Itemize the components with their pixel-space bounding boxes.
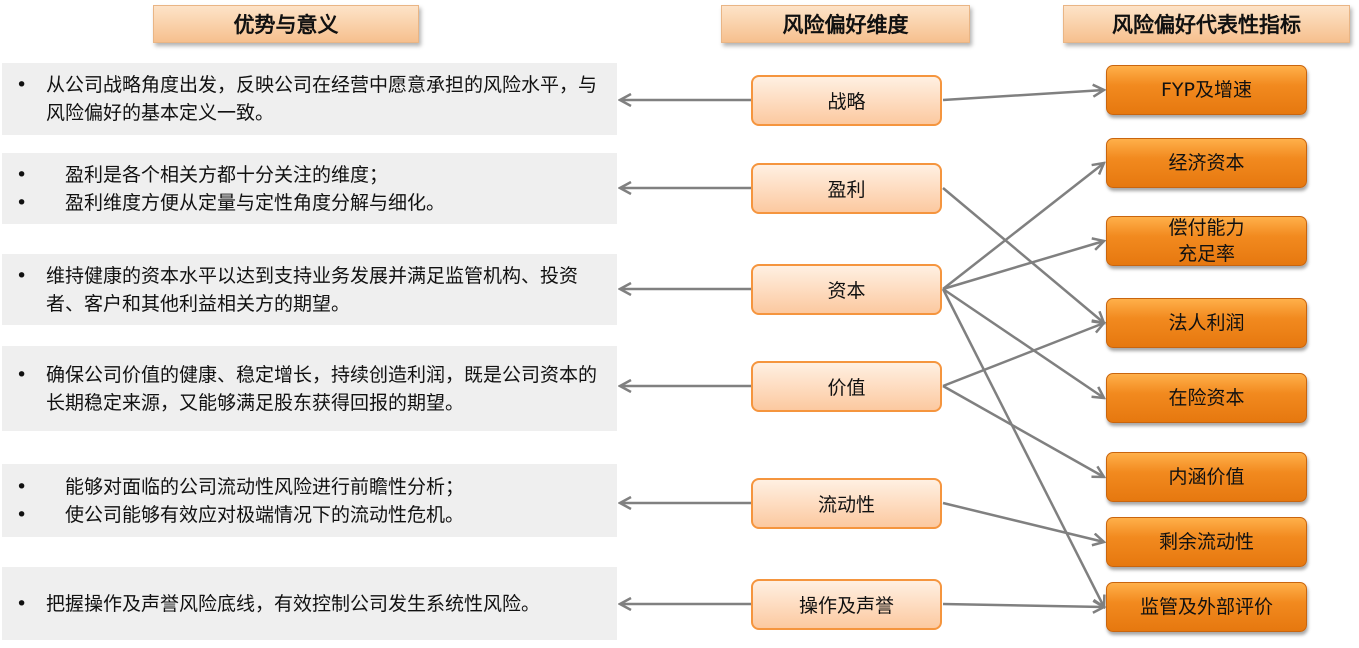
dimension-box: 流动性 <box>751 478 942 529</box>
arrow-to-indicator <box>942 501 1104 542</box>
bullet-item: • 盈利是各个相关方都十分关注的维度； <box>16 161 607 189</box>
bullet-item: • 把握操作及声誉风险底线，有效控制公司发生系统性风险。 <box>16 590 607 618</box>
bullet-icon: • <box>16 264 28 287</box>
arrow-to-indicator <box>942 90 1104 102</box>
bullet-item: • 维持健康的资本水平以达到支持业务发展并满足监管机构、投资者、客户和其他利益相关… <box>16 262 607 318</box>
bullet-icon: • <box>16 191 28 214</box>
indicator-box: 监管及外部评价 <box>1106 582 1307 632</box>
bullet-icon: • <box>16 363 28 386</box>
advantage-box: • 盈利是各个相关方都十分关注的维度；• 盈利维度方便从定量与定性角度分解与细化… <box>2 153 617 224</box>
bullet-item: • 能够对面临的公司流动性风险进行前瞻性分析； <box>16 473 607 501</box>
advantage-box: • 从公司战略角度出发，反映公司在经营中愿意承担的风险水平，与风险偏好的基本定义一… <box>2 63 617 135</box>
advantage-box: • 确保公司价值的健康、稳定增长，持续创造利润，既是公司资本的长期稳定来源，又能够… <box>2 346 617 431</box>
header-indicators: 风险偏好代表性指标 <box>1063 5 1350 43</box>
dimension-box: 价值 <box>751 361 942 412</box>
bullet-icon: • <box>16 475 28 498</box>
arrow-to-indicator <box>942 163 1104 290</box>
bullet-text: 能够对面临的公司流动性风险进行前瞻性分析； <box>46 475 465 498</box>
bullet-icon: • <box>16 74 28 96</box>
advantage-box: • 把握操作及声誉风险底线，有效控制公司发生系统性风险。 <box>2 567 617 640</box>
bullet-item: • 从公司战略角度出发，反映公司在经营中愿意承担的风险水平，与风险偏好的基本定义一… <box>16 71 607 127</box>
dimension-box: 盈利 <box>751 163 942 214</box>
bullet-text: 把握操作及声誉风险底线，有效控制公司发生系统性风险。 <box>46 592 541 615</box>
bullet-item: • 盈利维度方便从定量与定性角度分解与细化。 <box>16 189 607 217</box>
bullet-text: 盈利维度方便从定量与定性角度分解与细化。 <box>46 191 446 214</box>
bullet-text: 盈利是各个相关方都十分关注的维度； <box>46 163 389 186</box>
arrow-to-indicator <box>942 241 1104 291</box>
advantage-box: • 维持健康的资本水平以达到支持业务发展并满足监管机构、投资者、客户和其他利益相关… <box>2 254 617 325</box>
header-advantages: 优势与意义 <box>153 5 419 43</box>
indicator-box: 在险资本 <box>1106 373 1307 423</box>
bullet-icon: • <box>16 592 28 615</box>
bullet-item: • 确保公司价值的健康、稳定增长，持续创造利润，既是公司资本的长期稳定来源，又能够… <box>16 361 607 417</box>
dimension-box: 战略 <box>751 75 942 126</box>
arrow-to-indicator <box>942 187 1104 323</box>
advantage-box: • 能够对面临的公司流动性风险进行前瞻性分析；• 使公司能够有效应对极端情况下的… <box>2 464 617 537</box>
dimension-box: 操作及声誉 <box>751 579 942 630</box>
indicator-box: 经济资本 <box>1106 138 1307 188</box>
bullet-text: 维持健康的资本水平以达到支持业务发展并满足监管机构、投资者、客户和其他利益相关方… <box>46 264 579 315</box>
bullet-text: 从公司战略角度出发，反映公司在经营中愿意承担的风险水平，与风险偏好的基本定义一致… <box>46 74 598 124</box>
bullet-icon: • <box>16 503 28 526</box>
indicator-box: 法人利润 <box>1106 298 1307 348</box>
dimension-box: 资本 <box>751 264 942 315</box>
bullet-text: 确保公司价值的健康、稳定增长，持续创造利润，既是公司资本的长期稳定来源，又能够满… <box>46 363 598 414</box>
indicator-box: 偿付能力 充足率 <box>1106 216 1307 266</box>
arrow-to-indicator <box>942 384 1104 477</box>
bullet-icon: • <box>16 163 28 186</box>
bullet-text: 使公司能够有效应对极端情况下的流动性危机。 <box>46 503 465 526</box>
bullet-item: • 使公司能够有效应对极端情况下的流动性危机。 <box>16 501 607 529</box>
header-dimensions: 风险偏好维度 <box>721 5 970 43</box>
indicator-box: FYP及增速 <box>1106 65 1307 115</box>
arrow-to-indicator <box>942 287 1104 398</box>
arrow-to-indicator <box>942 604 1104 607</box>
arrow-to-indicator <box>942 323 1104 388</box>
arrow-to-indicator <box>941 288 1104 607</box>
indicator-box: 剩余流动性 <box>1106 517 1307 567</box>
indicator-box: 内涵价值 <box>1106 452 1307 502</box>
